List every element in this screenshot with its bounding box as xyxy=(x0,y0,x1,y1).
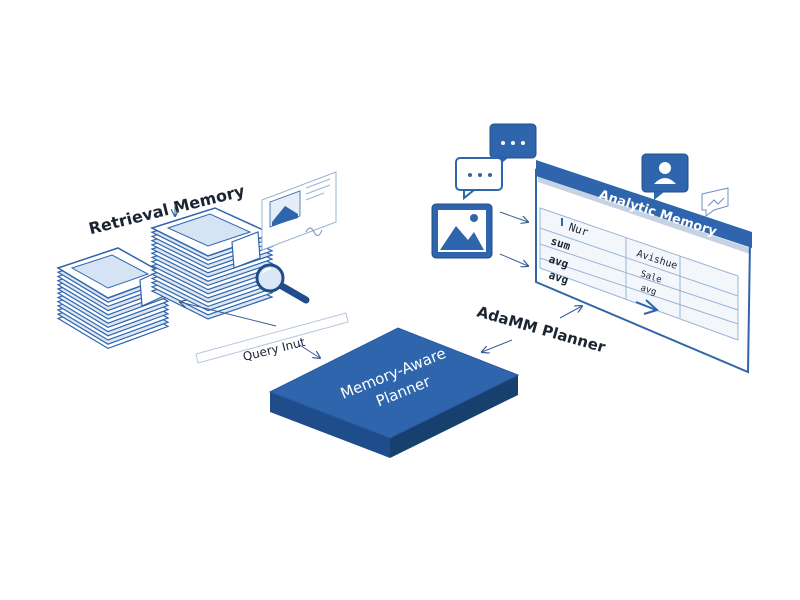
image-card-icon xyxy=(261,171,337,251)
table-row-2-right: avg xyxy=(639,283,658,298)
small-chat-icon xyxy=(701,187,729,217)
table-row-1-left: sum xyxy=(549,234,572,253)
retrieval-document-stack-left xyxy=(56,247,170,350)
arrow-right-icon xyxy=(635,299,659,315)
table-row-3-left: avg xyxy=(547,268,570,287)
user-profile-icon xyxy=(641,153,689,200)
analytic-memory-panel: Analytic Memory Nur Avishue sum Sale avg… xyxy=(535,160,752,374)
image-icon xyxy=(431,203,493,259)
magnifier-icon xyxy=(255,263,310,304)
arrow-query-to-planner xyxy=(297,343,320,358)
memory-aware-planner-block: Memory-Aware Planner xyxy=(268,327,520,458)
retrieval-document-stack-right xyxy=(150,207,275,320)
analytic-table-grid xyxy=(539,207,739,341)
table-row-2-left: avg xyxy=(547,252,570,271)
query-input-box: Query Inut xyxy=(195,312,349,364)
arrow-chat-to-analytic xyxy=(499,211,528,222)
chat-bubble-icon-outline xyxy=(455,157,503,201)
arrow-image-to-analytic xyxy=(499,253,528,266)
arrow-query-to-retrieval xyxy=(180,302,277,327)
arrow-analytic-to-planner xyxy=(482,339,513,352)
adamm-planner-label: AdaMM Planner xyxy=(475,303,608,357)
table-header-left: Nur xyxy=(567,220,590,239)
arrow-planner-to-analytic xyxy=(559,306,582,319)
